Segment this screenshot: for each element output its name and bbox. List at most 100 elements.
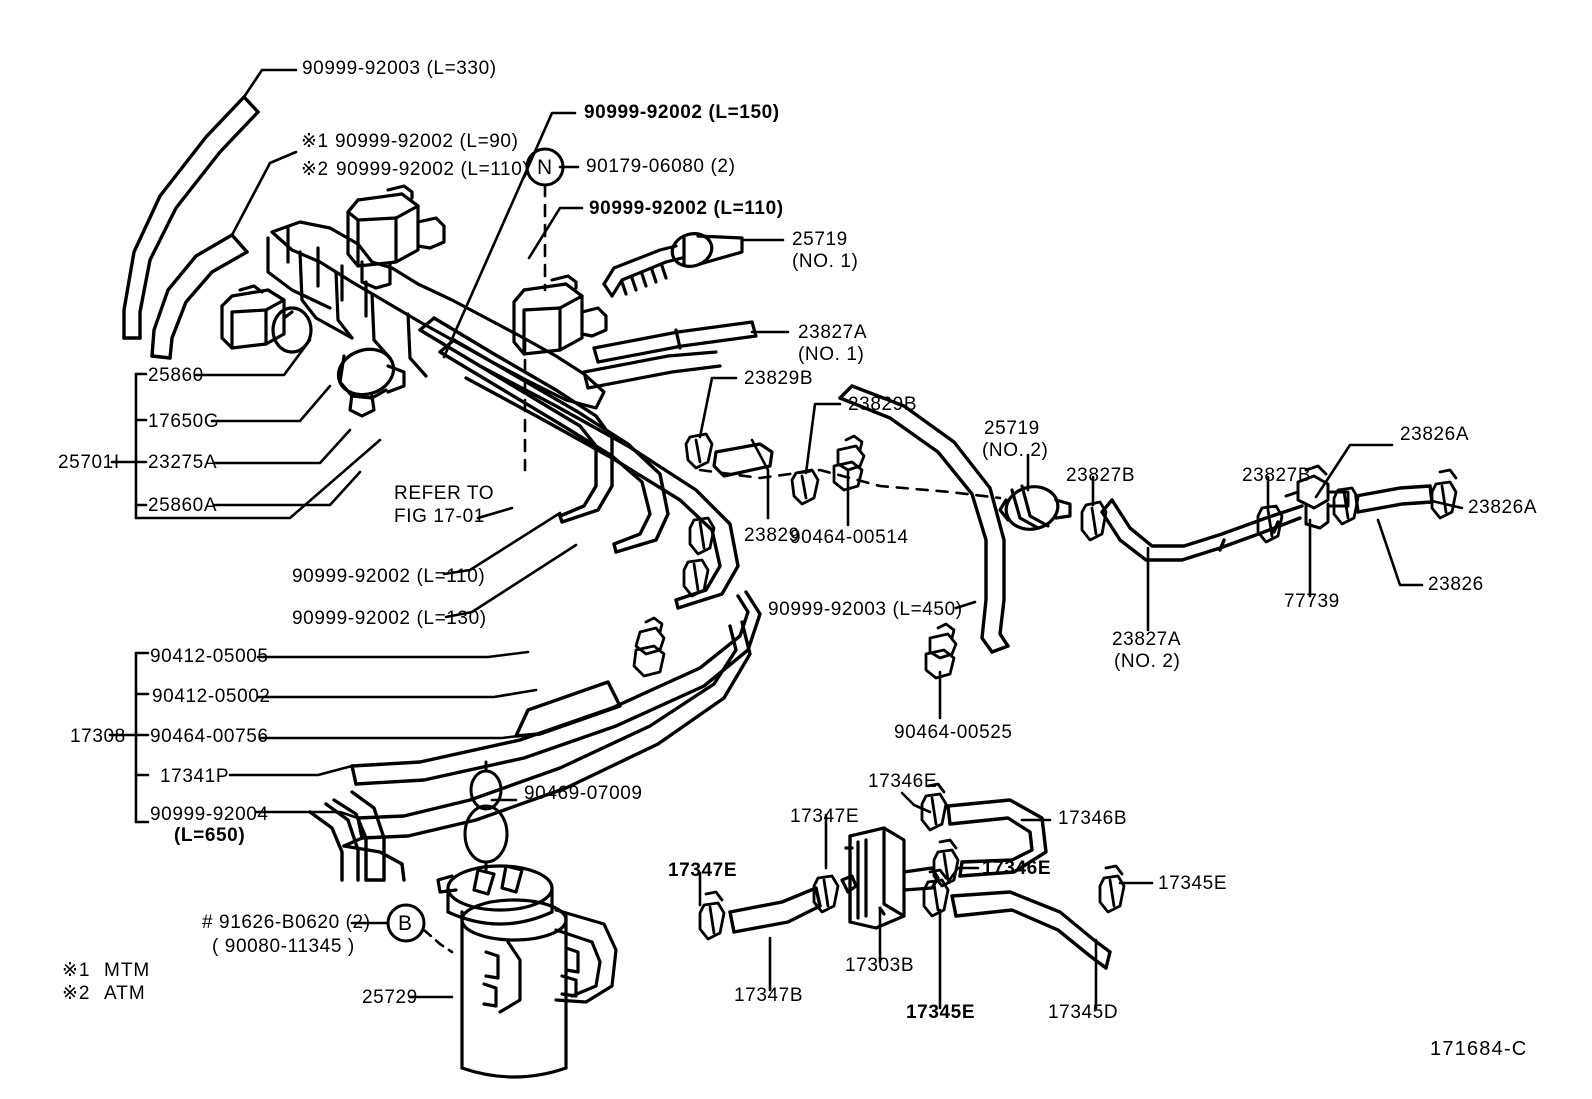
label-23829: 23829 — [744, 525, 800, 546]
label-bolt-note-sub: ( 90080-11345 ) — [212, 936, 355, 957]
label-17650G: 17650G — [148, 411, 220, 432]
label-23275A: 23275A — [148, 452, 218, 473]
clip-23829B-a — [684, 432, 714, 470]
label-23826: 23826 — [1428, 574, 1484, 595]
clip-90464-00525 — [924, 622, 958, 680]
label-25729: 25729 — [362, 987, 418, 1008]
label-23826A-a: 23826A — [1400, 424, 1470, 445]
footnote-1-mark: ※1 — [62, 960, 91, 981]
footnote-1-text: MTM — [104, 960, 151, 981]
label-25719-no1-sub: (NO. 1) — [792, 251, 859, 272]
label-hose-330: 90999-92003 (L=330) — [302, 58, 497, 79]
label-23827A-no2-sub: (NO. 2) — [1114, 651, 1181, 672]
circle-marker-N — [525, 147, 565, 187]
connector-block-left — [220, 284, 313, 354]
part-90469-07009 — [463, 760, 509, 874]
hose-17346B — [946, 798, 1048, 878]
label-90412-05005: 90412-05005 — [150, 646, 269, 667]
refer-line-1: REFER TO — [394, 483, 495, 504]
label-23827B-b: 23827B — [1242, 465, 1312, 486]
label-90464-00756: 90464-00756 — [150, 726, 269, 747]
label-23826A-b: 23826A — [1468, 497, 1538, 518]
label-hose-130-mid: 90999-92002 (L=130) — [292, 608, 487, 629]
label-hose-650: 90999-92004 — [150, 804, 269, 825]
part-25719-no1 — [602, 232, 744, 298]
label-23827A-no2: 23827A — [1112, 629, 1182, 650]
hose-23826 — [1354, 484, 1434, 514]
label-23827B-a: 23827B — [1066, 465, 1136, 486]
hose-17345D — [950, 890, 1112, 970]
footnote-2-mark: ※2 — [62, 983, 91, 1004]
footnote-2-text: ATM — [104, 983, 146, 1004]
label-17303B: 17303B — [845, 955, 915, 976]
refer-line-2: FIG 17-01 — [394, 506, 485, 528]
label-hose-110-top: 90999-92002 (L=110) — [589, 198, 784, 219]
label-25860A: 25860A — [148, 495, 218, 516]
label-17308: 17308 — [70, 726, 126, 747]
label-25701I: 25701I — [58, 452, 120, 473]
dashed-reference-lines — [523, 183, 1002, 500]
clip-17345E-b — [1098, 864, 1126, 914]
label-17346B: 17346B — [1058, 808, 1128, 829]
circle-marker-B-letter: B — [398, 912, 413, 935]
label-hose-650-sub: (L=650) — [174, 825, 246, 846]
clip-90412-05005 — [632, 616, 666, 678]
label-17341P: 17341P — [160, 766, 230, 787]
label-nut-90179-06080: 90179-06080 (2) — [586, 156, 736, 177]
label-17345E-b: 17345E — [1158, 873, 1228, 894]
label-17345E-a: 17345E — [906, 1002, 976, 1023]
label-17347E-b: 17347E — [668, 860, 738, 881]
label-25719-no1: 25719 — [792, 229, 848, 250]
circle-marker-N-letter: N — [537, 156, 553, 179]
label-alt2-mark: ※2 — [301, 159, 329, 180]
label-23829B-a: 23829B — [744, 368, 814, 389]
clip-17347E-a — [812, 874, 840, 914]
label-23827A-no1: 23827A — [798, 322, 868, 343]
hose-23827A-lower — [582, 350, 722, 390]
label-hose-150: 90999-92002 (L=150) — [584, 102, 780, 123]
clip-23826A-b — [1430, 468, 1458, 520]
label-25719-no2: 25719 — [984, 418, 1040, 439]
hose-17347B — [728, 886, 822, 934]
clip-23829B-b — [790, 468, 820, 506]
clip-23827B-b — [1256, 504, 1284, 544]
label-hose-450: 90999-92003 (L=450) — [768, 599, 963, 620]
label-77739: 77739 — [1284, 591, 1340, 612]
hose-left-lower — [150, 233, 249, 360]
part-25719-no2 — [998, 484, 1072, 531]
hose-23827A-no2 — [1100, 498, 1304, 562]
label-25860: 25860 — [148, 365, 204, 386]
clip-90464-00756-b — [682, 558, 710, 598]
label-17347E-a: 17347E — [790, 806, 860, 827]
label-hose-110-mid: 90999-92002 (L=110) — [292, 566, 486, 587]
label-23829B-b: 23829B — [848, 394, 918, 415]
label-90412-05002: 90412-05002 — [152, 686, 271, 707]
hose-bundle-center — [418, 316, 740, 610]
clip-17346E-b — [932, 838, 960, 888]
label-25719-no2-sub: (NO. 2) — [982, 440, 1049, 461]
clip-17345E-a — [922, 868, 950, 918]
label-17345D: 17345D — [1048, 1002, 1119, 1023]
hose-pair-bottomleft — [308, 790, 386, 882]
circle-marker-B — [386, 903, 426, 943]
clip-17347E-b — [698, 890, 726, 941]
label-alt1: 90999-92002 (L=90) — [335, 131, 519, 152]
part-17303B-valve — [840, 826, 940, 930]
clip-90464-00514 — [832, 434, 866, 492]
clip-90464-00756-a — [688, 516, 716, 556]
clip-17346E-a — [920, 782, 948, 832]
figure-number: 171684-C — [1430, 1038, 1528, 1060]
label-90464-00525: 90464-00525 — [894, 722, 1013, 743]
label-23827A-no1-sub: (NO. 1) — [798, 344, 865, 365]
label-90469-07009: 90469-07009 — [524, 783, 643, 804]
label-alt2: 90999-92002 (L=110) — [336, 159, 530, 180]
label-alt1-mark: ※1 — [301, 131, 329, 152]
label-90464-00514: 90464-00514 — [790, 527, 909, 548]
label-17346E-a: 17346E — [868, 771, 938, 792]
label-17347B: 17347B — [734, 985, 804, 1006]
clip-23827B-a — [1080, 500, 1108, 542]
part-23829 — [712, 442, 774, 478]
